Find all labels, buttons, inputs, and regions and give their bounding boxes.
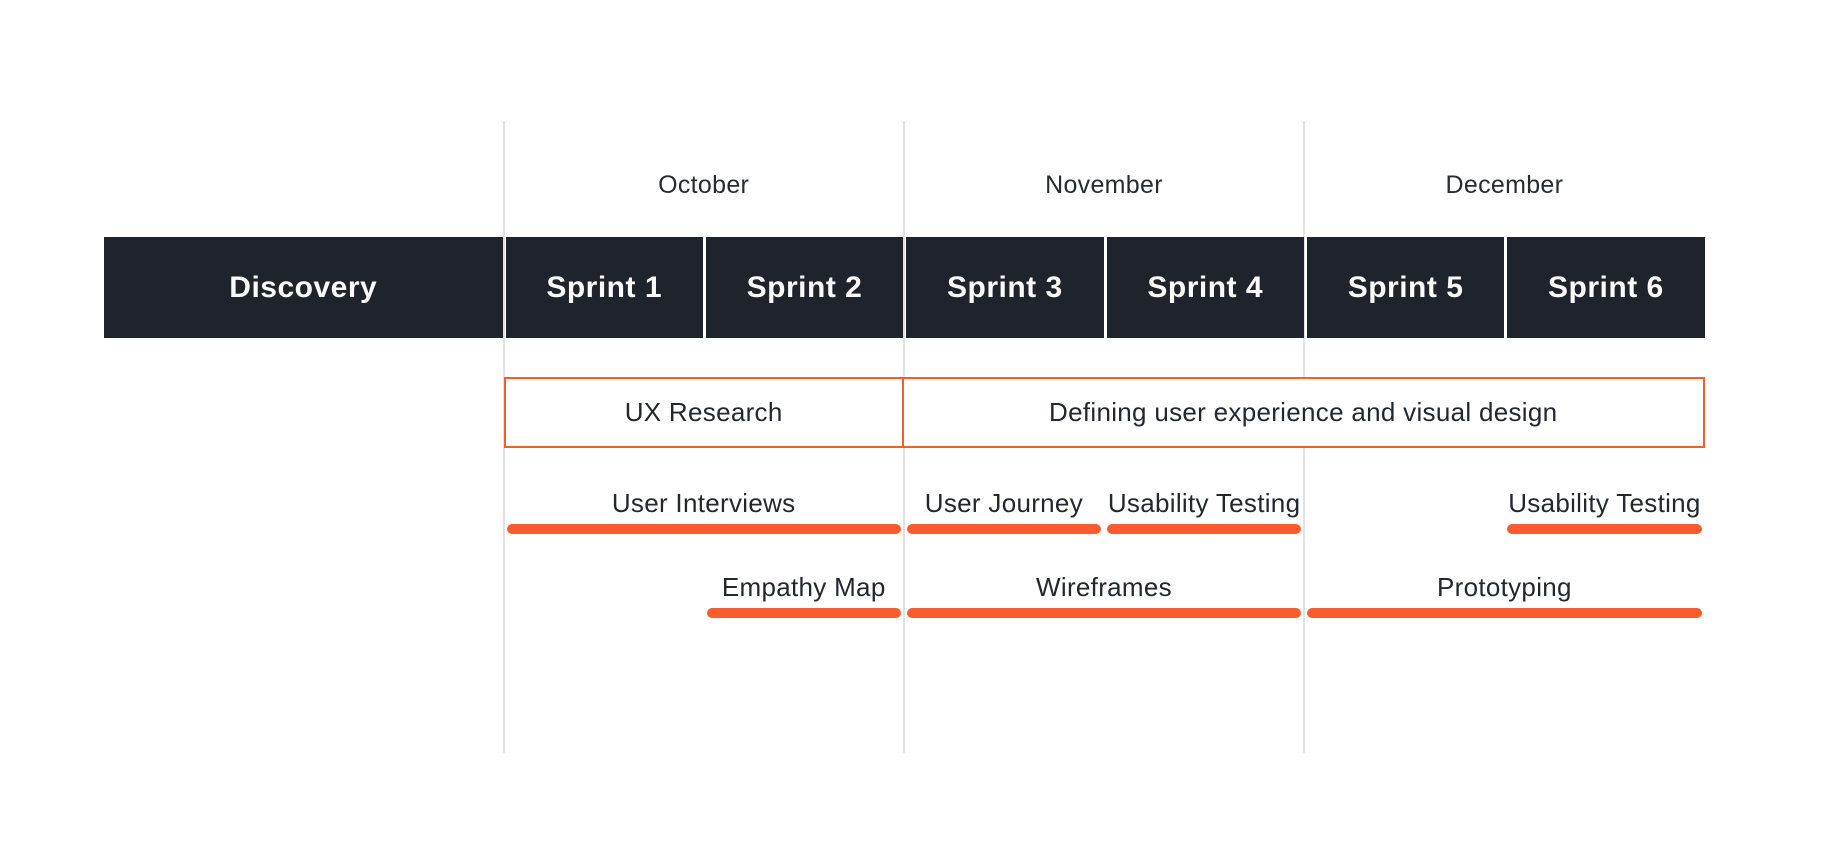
header-cell-sprint: Sprint 1: [505, 237, 703, 338]
header-cell-sprint: Sprint 2: [705, 237, 904, 338]
task-bar: [706, 608, 901, 618]
task-label: Usability Testing: [1107, 488, 1301, 518]
task-bar: [906, 608, 1302, 618]
task-bar: [1507, 524, 1702, 534]
phase-box: Defining user experience and visual desi…: [901, 377, 1705, 448]
task-bar: [1307, 608, 1702, 618]
phase-box-label: UX Research: [624, 397, 783, 427]
task-bar: [506, 524, 901, 534]
header-cell-sprint: Sprint 5: [1306, 237, 1505, 338]
task-label: Usability Testing: [1508, 488, 1701, 518]
header-cell-sprint: Sprint 3: [906, 237, 1104, 338]
task-label: Prototyping: [1436, 572, 1572, 602]
task-bar: [1107, 524, 1302, 534]
header-cell-sprint: Sprint 6: [1507, 237, 1705, 338]
month-label: December: [1445, 170, 1564, 199]
month-label: October: [658, 170, 750, 199]
month-label: November: [1045, 170, 1163, 199]
header-cell-sprint: Sprint 4: [1106, 237, 1304, 338]
header-cell-discovery: Discovery: [104, 237, 503, 338]
phase-box: UX Research: [503, 377, 904, 448]
task-bar: [906, 524, 1101, 534]
task-label: User Interviews: [611, 488, 796, 518]
task-label: User Journey: [924, 488, 1083, 518]
phase-box-label: Defining user experience and visual desi…: [1049, 397, 1558, 427]
task-label: Empathy Map: [721, 572, 886, 602]
task-label: Wireframes: [1036, 572, 1172, 602]
